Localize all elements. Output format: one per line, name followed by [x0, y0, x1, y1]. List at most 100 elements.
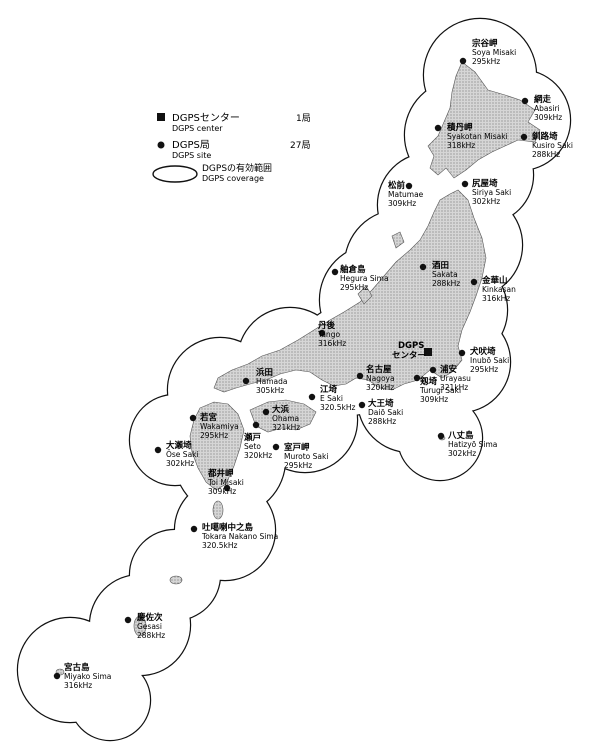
site-dot	[461, 180, 469, 188]
site-frequency: 295kHz	[200, 431, 228, 440]
shikoku-island	[249, 399, 317, 433]
site-dot	[308, 393, 316, 401]
site-frequency: 288kHz	[137, 631, 165, 640]
site-name-jp: 積丹岬	[446, 122, 473, 133]
site-frequency: 316kHz	[482, 294, 510, 303]
site-name-jp: 大浜	[272, 404, 290, 415]
site-name-jp: 舳倉島	[340, 264, 366, 275]
okinawa-island	[133, 615, 147, 637]
site-frequency: 288kHz	[368, 417, 396, 426]
dgps-center-label-2: センター	[392, 350, 426, 361]
site-name-en: Muroto Saki	[284, 452, 328, 461]
coverage-circle	[70, 660, 150, 740]
site-dot	[272, 443, 280, 451]
site-dot	[262, 408, 270, 416]
site-name-en: Abasiri	[534, 104, 560, 113]
site-name-jp: 酒田	[432, 260, 449, 271]
site-frequency: 288kHz	[432, 279, 460, 288]
sado-island	[391, 231, 405, 249]
site-dot	[252, 421, 260, 429]
site-name-en: E Saki	[320, 394, 343, 403]
dgps-center-label: DGPS	[398, 341, 424, 351]
legend-site-count: 27局	[290, 140, 310, 151]
site-name-en: Daiō Saki	[368, 408, 403, 417]
site-name-jp: 名古屋	[366, 364, 392, 375]
site-name-jp: 吐噶喇中之島	[202, 522, 254, 533]
kyushu-island	[189, 401, 245, 491]
site-dot	[413, 374, 421, 382]
site-name-jp: 犬吠埼	[469, 346, 496, 357]
dgps-center-legend-symbol	[157, 113, 165, 121]
site-name-en: Ōse Saki	[166, 450, 199, 459]
site-frequency: 309kHz	[388, 199, 416, 208]
site-name-jp: 宮古島	[64, 662, 90, 673]
site-name-jp: 金華山	[481, 275, 508, 286]
site-frequency: 321kHz	[272, 423, 300, 432]
site-name-en: Kusiro Saki	[532, 141, 573, 150]
site-dot	[189, 414, 197, 422]
site-frequency: 320kHz	[244, 451, 272, 460]
site-name-en: Syakotan Misaki	[447, 132, 508, 141]
site-name-en: Hatizyō Sima	[448, 440, 497, 449]
site-frequency: 295kHz	[340, 283, 368, 292]
site-frequency: 295kHz	[284, 461, 312, 470]
site-name-jp: 網走	[534, 94, 552, 105]
legend-site-label-en: DGPS site	[172, 151, 211, 160]
site-frequency: 305kHz	[256, 386, 284, 395]
site-name-jp: 浦安	[440, 364, 458, 375]
site-dot	[458, 349, 466, 357]
coverage-legend-symbol	[152, 165, 198, 183]
site-dot	[429, 366, 437, 374]
site-name-en: Nagoya	[366, 374, 395, 383]
site-name-en: Matumae	[388, 190, 424, 199]
site-name-jp: 八丈島	[447, 430, 474, 441]
honshu-island	[213, 189, 487, 393]
site-name-jp: 若宮	[199, 412, 218, 423]
site-dot	[434, 124, 442, 132]
dgps-center-marker: DGPS センター	[392, 341, 432, 361]
site-dot	[223, 484, 231, 492]
site-dot	[419, 263, 427, 271]
site-dot	[242, 377, 250, 385]
legend-coverage-label: DGPSの有効範囲	[202, 162, 272, 174]
site-dot	[190, 525, 198, 533]
site-name-jp: 慶佐次	[137, 612, 163, 623]
site-dot	[358, 401, 366, 409]
site-name-en: Hegura Sima	[340, 274, 389, 283]
site-name-jp: 室戸岬	[284, 442, 310, 453]
site-name-en: Inubō Saki	[470, 356, 509, 365]
site-frequency: 302kHz	[472, 197, 500, 206]
legend-center-label-en: DGPS center	[172, 124, 223, 133]
tanegashima-island	[212, 500, 224, 520]
site-name-jp: 大王埼	[368, 398, 394, 409]
dgps-center-square	[424, 348, 432, 356]
site-dot	[437, 432, 445, 440]
site-frequency: 295kHz	[472, 57, 500, 66]
site-name-jp: 丹後	[318, 320, 336, 331]
dgps-site-legend-symbol	[157, 141, 165, 149]
site-frequency: 318kHz	[447, 141, 475, 150]
site-name-en: Gesasi	[137, 622, 162, 631]
legend-site-label: DGPS局	[172, 139, 210, 151]
noto-peninsula	[357, 285, 373, 305]
site-frequency: 309kHz	[534, 113, 562, 122]
site-name-en: Tokara Nakano Sima	[201, 532, 278, 541]
site-dot	[356, 372, 364, 380]
site-dot	[520, 133, 528, 141]
legend: DGPSセンター DGPS center 1局 DGPS局 DGPS site …	[152, 112, 311, 183]
